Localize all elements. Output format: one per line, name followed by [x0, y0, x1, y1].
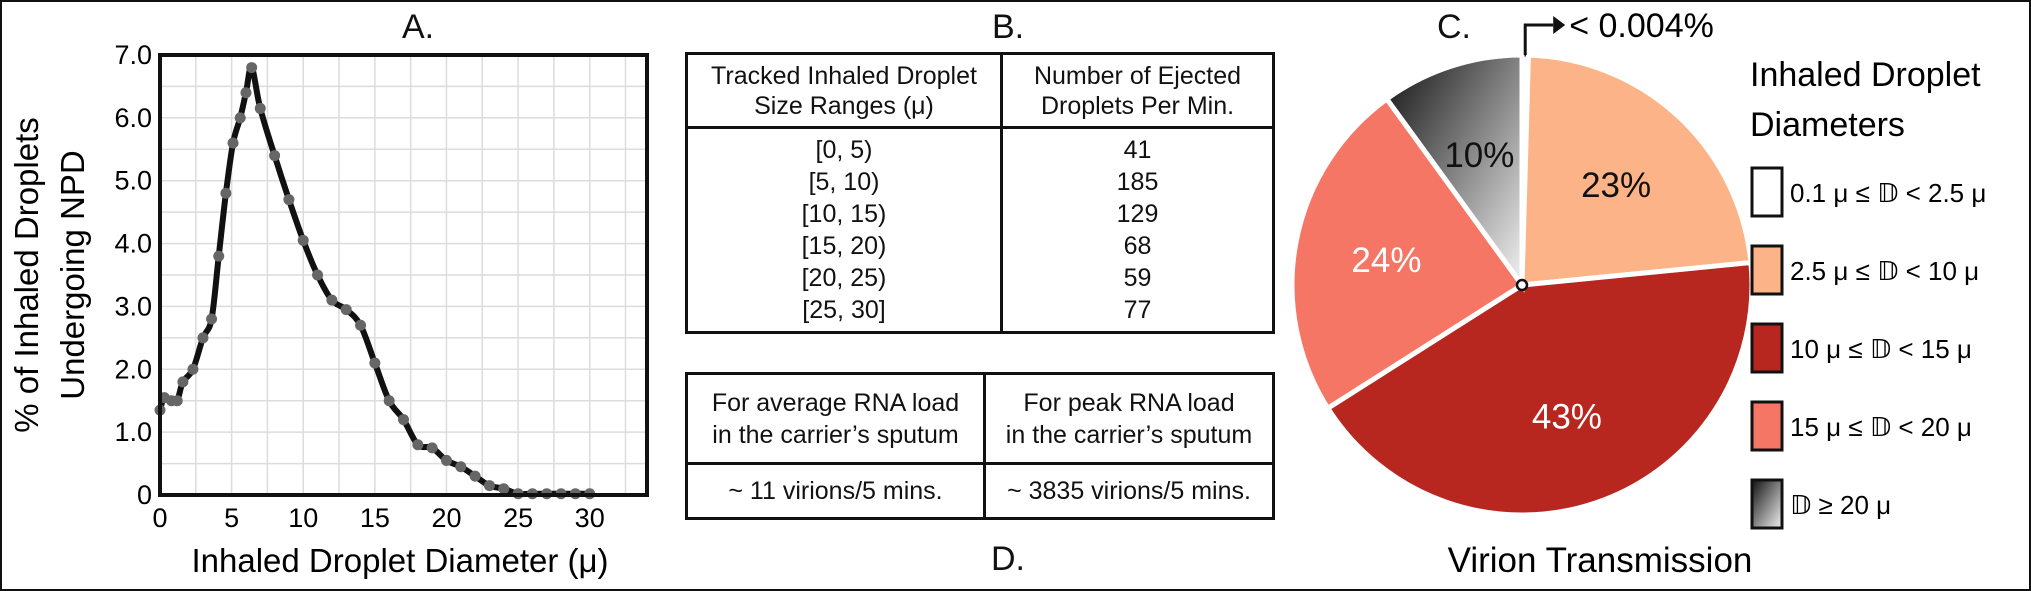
data-point [498, 483, 510, 495]
y-tick-label: 7.0 [114, 40, 152, 70]
table-body-row: [0, 5) [5, 10) [10, 15) [15, 20) [20, 25… [686, 127, 1274, 333]
table-header-row: Tracked Inhaled Droplet Size Ranges (μ) … [686, 53, 1274, 128]
table-cell: [5, 10) [808, 168, 880, 196]
data-point [326, 294, 338, 306]
header-average-line2: in the carrier’s sputum [712, 420, 959, 449]
header-peak-line2: in the carrier’s sputum [1005, 420, 1253, 449]
header-size-ranges-line1: Tracked Inhaled Droplet [711, 61, 977, 90]
table-cell: 41 [1123, 136, 1152, 164]
header-average-line1: For average RNA load [711, 388, 960, 417]
header-size-ranges-line2: Size Ranges (μ) [754, 91, 934, 120]
table-cell: [10, 15) [801, 200, 887, 228]
data-point [283, 194, 295, 206]
data-point [220, 187, 232, 199]
x-tick-label: 0 [152, 503, 167, 533]
x-tick-label: 20 [431, 503, 461, 533]
table-cell: [0, 5) [815, 136, 873, 164]
data-point [297, 234, 309, 246]
y-tick-label: 1.0 [114, 417, 152, 447]
data-point [227, 137, 239, 149]
x-tick-label: 15 [360, 503, 390, 533]
average-value: ~ 11 virions/5 mins. [686, 463, 986, 519]
plot-frame [158, 53, 649, 497]
y-axis-label-line2: Undergoing NPD [54, 150, 91, 399]
peak-value: ~ 3835 virions/5 mins. [1007, 476, 1251, 505]
panel-d-label: D. [991, 540, 1025, 578]
table-cell: [20, 25) [801, 264, 887, 292]
table-b: Tracked Inhaled Droplet Size Ranges (μ) … [685, 52, 1275, 334]
y-axis-label-line1: % of Inhaled Droplets [8, 117, 45, 433]
header-ejected-line2: Droplets Per Min. [1040, 91, 1235, 120]
data-point [483, 480, 495, 492]
x-axis-label: Inhaled Droplet Diameter (μ) [191, 542, 608, 579]
data-point [312, 269, 324, 281]
table-header-cell: For peak RNA load in the carrier’s sputu… [985, 374, 1274, 464]
table-header-row: For average RNA load in the carrier’s sp… [686, 373, 1274, 464]
table-cell: [15, 20) [801, 232, 887, 260]
y-tick-label: 2.0 [114, 354, 152, 384]
data-point [171, 395, 183, 407]
x-tick-label: 5 [224, 503, 239, 533]
data-point [455, 461, 467, 473]
panel-b-label: B. [991, 8, 1025, 46]
size-ranges-column: [0, 5) [5, 10) [10, 15) [15, 20) [20, 25… [686, 127, 1003, 333]
ejected-count-column: 41 185 129 68 59 77 [1002, 128, 1274, 333]
table-cell: [25, 30] [802, 296, 886, 324]
data-point [254, 102, 266, 114]
header-peak-line1: For peak RNA load [1023, 388, 1235, 417]
data-point [412, 439, 424, 451]
table-header-cell: For average RNA load in the carrier’s sp… [686, 373, 986, 464]
x-tick-label: 30 [575, 503, 605, 533]
y-tick-label: 4.0 [114, 229, 152, 259]
table-cell: 129 [1116, 200, 1159, 228]
x-tick-label: 10 [288, 503, 318, 533]
y-tick-label: 5.0 [114, 166, 152, 196]
grid [159, 54, 647, 496]
y-tick-label: 0 [137, 480, 152, 510]
data-point [187, 363, 199, 375]
data-point [246, 62, 258, 74]
data-point [426, 442, 438, 454]
data-point [355, 319, 367, 331]
header-ejected-line1: Number of Ejected [1033, 61, 1242, 90]
y-tick-label: 3.0 [114, 291, 152, 321]
table-header-cell: Tracked Inhaled Droplet Size Ranges (μ) [686, 53, 1003, 128]
data-point [469, 470, 481, 482]
panel-c-label: C. [1437, 8, 1471, 46]
data-point [197, 332, 209, 344]
data-point [213, 250, 225, 262]
table-cell: 185 [1116, 168, 1159, 196]
data-point [398, 414, 409, 426]
data-point [234, 112, 246, 124]
table-cell: 59 [1123, 264, 1152, 292]
y-tick-label: 6.0 [114, 103, 152, 133]
data-point [177, 376, 189, 388]
table-cell: 77 [1123, 296, 1152, 324]
data-point [383, 395, 395, 407]
table-value-row: ~ 11 virions/5 mins. ~ 3835 virions/5 mi… [686, 463, 1274, 519]
data-point [440, 454, 452, 466]
table-header-cell: Number of Ejected Droplets Per Min. [1002, 54, 1274, 128]
data-point [206, 313, 218, 325]
table-cell: 68 [1123, 232, 1152, 260]
x-tick-label: 25 [503, 503, 533, 533]
data-point [240, 87, 252, 99]
table-d: For average RNA load in the carrier’s sp… [685, 372, 1275, 520]
axis-ticks: 0 5 10 15 20 25 30 0 1.0 2.0 3.0 4.0 5.0 6.0 7.0 [114, 40, 604, 533]
data-point [369, 357, 381, 369]
data-point [269, 150, 281, 162]
data-point [340, 304, 352, 316]
panel-a-label: A. [401, 8, 435, 46]
